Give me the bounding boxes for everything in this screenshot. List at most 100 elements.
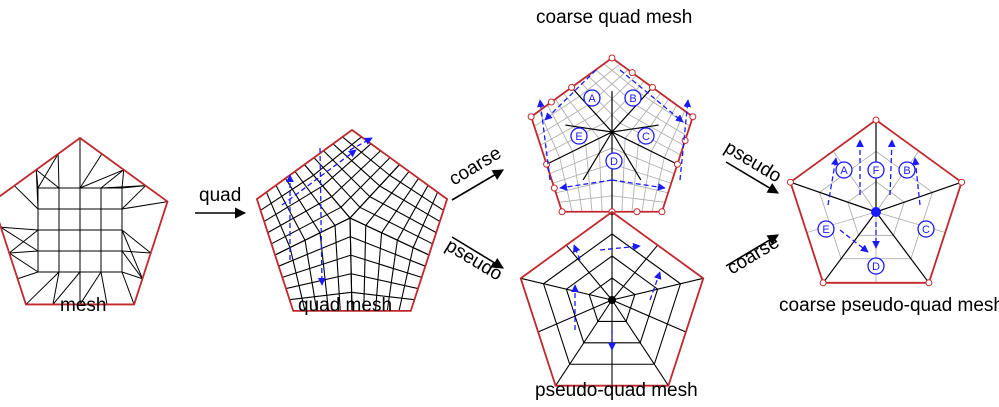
mesh-edge bbox=[396, 185, 429, 241]
mesh-edge bbox=[349, 217, 430, 256]
singular-vertex bbox=[872, 116, 880, 124]
mesh-edge bbox=[100, 271, 108, 305]
mesh-edge bbox=[304, 164, 351, 219]
mesh-edge bbox=[9, 250, 39, 254]
mesh-edge bbox=[351, 273, 419, 290]
mesh-edge bbox=[398, 247, 414, 312]
grid-edge bbox=[621, 138, 626, 212]
mesh-ring bbox=[588, 277, 636, 322]
mesh-edge bbox=[57, 153, 60, 189]
mesh-edge bbox=[121, 229, 143, 279]
mesh-edge bbox=[365, 171, 410, 226]
mesh-edge bbox=[350, 254, 422, 278]
pentagon-boundary bbox=[0, 136, 169, 306]
mesh-edge bbox=[282, 254, 351, 278]
pseudo-quad-mesh-label: pseudo-quad mesh bbox=[535, 380, 698, 401]
singular-vertex bbox=[633, 208, 641, 216]
coarse-edge bbox=[565, 124, 613, 133]
mesh-edge bbox=[35, 169, 39, 210]
grid-edge bbox=[611, 163, 672, 184]
grid-edge bbox=[611, 147, 675, 175]
mesh-edge bbox=[412, 191, 439, 248]
mesh-edge bbox=[14, 185, 39, 210]
mesh-edge bbox=[363, 225, 367, 311]
coarse-edge bbox=[611, 86, 653, 133]
mesh-edge bbox=[8, 229, 39, 254]
flow-arrow bbox=[559, 179, 613, 191]
coarse-edge bbox=[611, 131, 678, 165]
mesh-edge bbox=[35, 169, 60, 189]
grid-edge bbox=[627, 113, 684, 146]
mesh-edge bbox=[322, 143, 372, 187]
singular-vertex bbox=[673, 160, 681, 168]
quad-mesh-label: quad mesh bbox=[298, 295, 393, 316]
mesh-edge bbox=[121, 185, 146, 210]
mesh-edge bbox=[304, 240, 318, 311]
flow-arrow bbox=[887, 139, 896, 196]
mesh-edge bbox=[121, 271, 143, 280]
singular-vertex bbox=[547, 98, 555, 106]
flow-arrow bbox=[679, 99, 692, 181]
patch-label-circle bbox=[867, 257, 885, 275]
coarse-pseudo-quad-mesh-label: coarse pseudo-quad mesh bbox=[779, 295, 999, 316]
quad-arrow-label: quad bbox=[199, 185, 242, 206]
flow-arrow bbox=[839, 229, 869, 253]
mesh-edge bbox=[8, 252, 39, 273]
flow-arrow bbox=[317, 147, 326, 286]
quad-mesh-pentagon bbox=[255, 128, 449, 312]
singular-vertex bbox=[925, 279, 933, 287]
mesh-edge bbox=[374, 232, 383, 311]
grid-edge bbox=[611, 195, 666, 203]
coarse-edge bbox=[582, 131, 613, 181]
mesh-edge bbox=[790, 181, 877, 213]
pseudo-quad-mesh-pentagon bbox=[519, 210, 705, 387]
singular-vertex bbox=[558, 208, 566, 216]
mesh-edge bbox=[294, 171, 336, 226]
singular-vertex bbox=[550, 184, 558, 192]
patch-label-circle bbox=[570, 127, 588, 145]
grid-edge bbox=[650, 104, 678, 152]
mesh-edge bbox=[342, 136, 390, 176]
mesh-edge bbox=[389, 174, 444, 211]
patch-label-text: D bbox=[872, 261, 880, 273]
mesh-edge bbox=[313, 136, 362, 176]
singular-vertex bbox=[568, 83, 576, 91]
patch-label-circle bbox=[898, 161, 916, 179]
grid-edge bbox=[624, 92, 661, 139]
mesh-edge bbox=[381, 178, 420, 234]
grid-edge bbox=[631, 144, 639, 212]
singular-vertex bbox=[871, 207, 881, 217]
mesh-edge bbox=[349, 217, 353, 311]
pentagon-boundary bbox=[789, 118, 963, 284]
mesh-edge bbox=[350, 236, 426, 267]
grid-edge bbox=[563, 92, 600, 139]
mesh-edge bbox=[386, 240, 398, 311]
patch-label-text: C bbox=[642, 131, 650, 143]
mesh-edge bbox=[0, 226, 39, 252]
patch-label-text: F bbox=[873, 165, 880, 177]
flow-arrow bbox=[537, 99, 551, 181]
coarse-top-arrow bbox=[451, 169, 504, 201]
mesh-edge bbox=[334, 225, 341, 311]
mesh-edge bbox=[121, 271, 135, 305]
grid-edge bbox=[579, 63, 621, 97]
patch-label-circle bbox=[605, 152, 623, 170]
mesh-edge bbox=[274, 217, 351, 256]
flow-arrow bbox=[281, 149, 357, 206]
mesh-edge bbox=[332, 143, 381, 187]
grid-edge bbox=[537, 104, 588, 137]
mesh-edge bbox=[37, 153, 59, 189]
flow-arrow bbox=[599, 242, 641, 251]
patch-label-text: A bbox=[588, 93, 596, 105]
mesh-edge bbox=[271, 206, 342, 245]
patch-label-circle bbox=[817, 220, 835, 238]
grid-edge bbox=[552, 163, 613, 184]
singular-vertex bbox=[786, 178, 794, 186]
mesh-edge bbox=[79, 271, 102, 305]
triangle-mesh-pentagon bbox=[0, 136, 169, 306]
mesh-edge bbox=[379, 185, 441, 222]
mesh-edge bbox=[284, 178, 321, 234]
mesh-edge bbox=[351, 291, 415, 301]
